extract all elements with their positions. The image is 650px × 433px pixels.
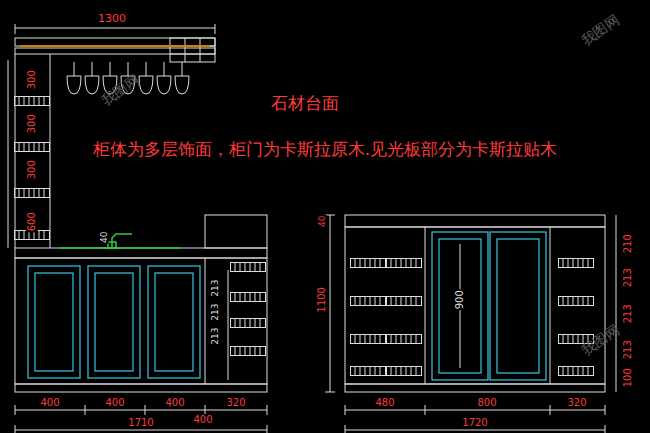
dimension-label: 213	[622, 303, 634, 324]
dimension-label: 400	[192, 414, 213, 426]
dimension-label: 300	[26, 69, 38, 90]
dimension-label: 213	[211, 278, 221, 297]
material-note: 柜体为多层饰面，柜门为卡斯拉原木.见光板部分为卡斯拉贴木	[92, 140, 558, 160]
dimension-label: 320	[225, 397, 246, 409]
dimension-label: 1100	[316, 286, 328, 313]
dimension-label: 213	[211, 326, 221, 345]
dimension-label: 300	[26, 159, 38, 180]
watermark: 我图网	[97, 71, 142, 109]
dimension-label: 100	[622, 367, 634, 388]
dimension-label: 600	[26, 211, 38, 232]
dimension-label: 40	[99, 230, 109, 243]
dimension-label: 480	[374, 397, 395, 409]
dimension-label: 1710	[127, 417, 154, 429]
dimension-label: 320	[566, 397, 587, 409]
dimension-label: 300	[26, 113, 38, 134]
dimension-label: 40	[317, 214, 327, 227]
dimension-label: 900	[454, 289, 466, 310]
dimension-label: 213	[622, 267, 634, 288]
dimension-label: 400	[104, 397, 125, 409]
watermark: 我图网	[577, 11, 622, 49]
dimension-label: 1720	[461, 417, 488, 429]
dimension-label: 213	[211, 302, 221, 321]
dimension-label: 1300	[97, 13, 127, 26]
dimension-label: 800	[476, 397, 497, 409]
dimension-label: 400	[164, 397, 185, 409]
dimension-label: 210	[622, 233, 634, 254]
dimension-label: 400	[39, 397, 60, 409]
material-note: 石材台面	[270, 94, 340, 114]
dimension-label: 213	[622, 339, 634, 360]
